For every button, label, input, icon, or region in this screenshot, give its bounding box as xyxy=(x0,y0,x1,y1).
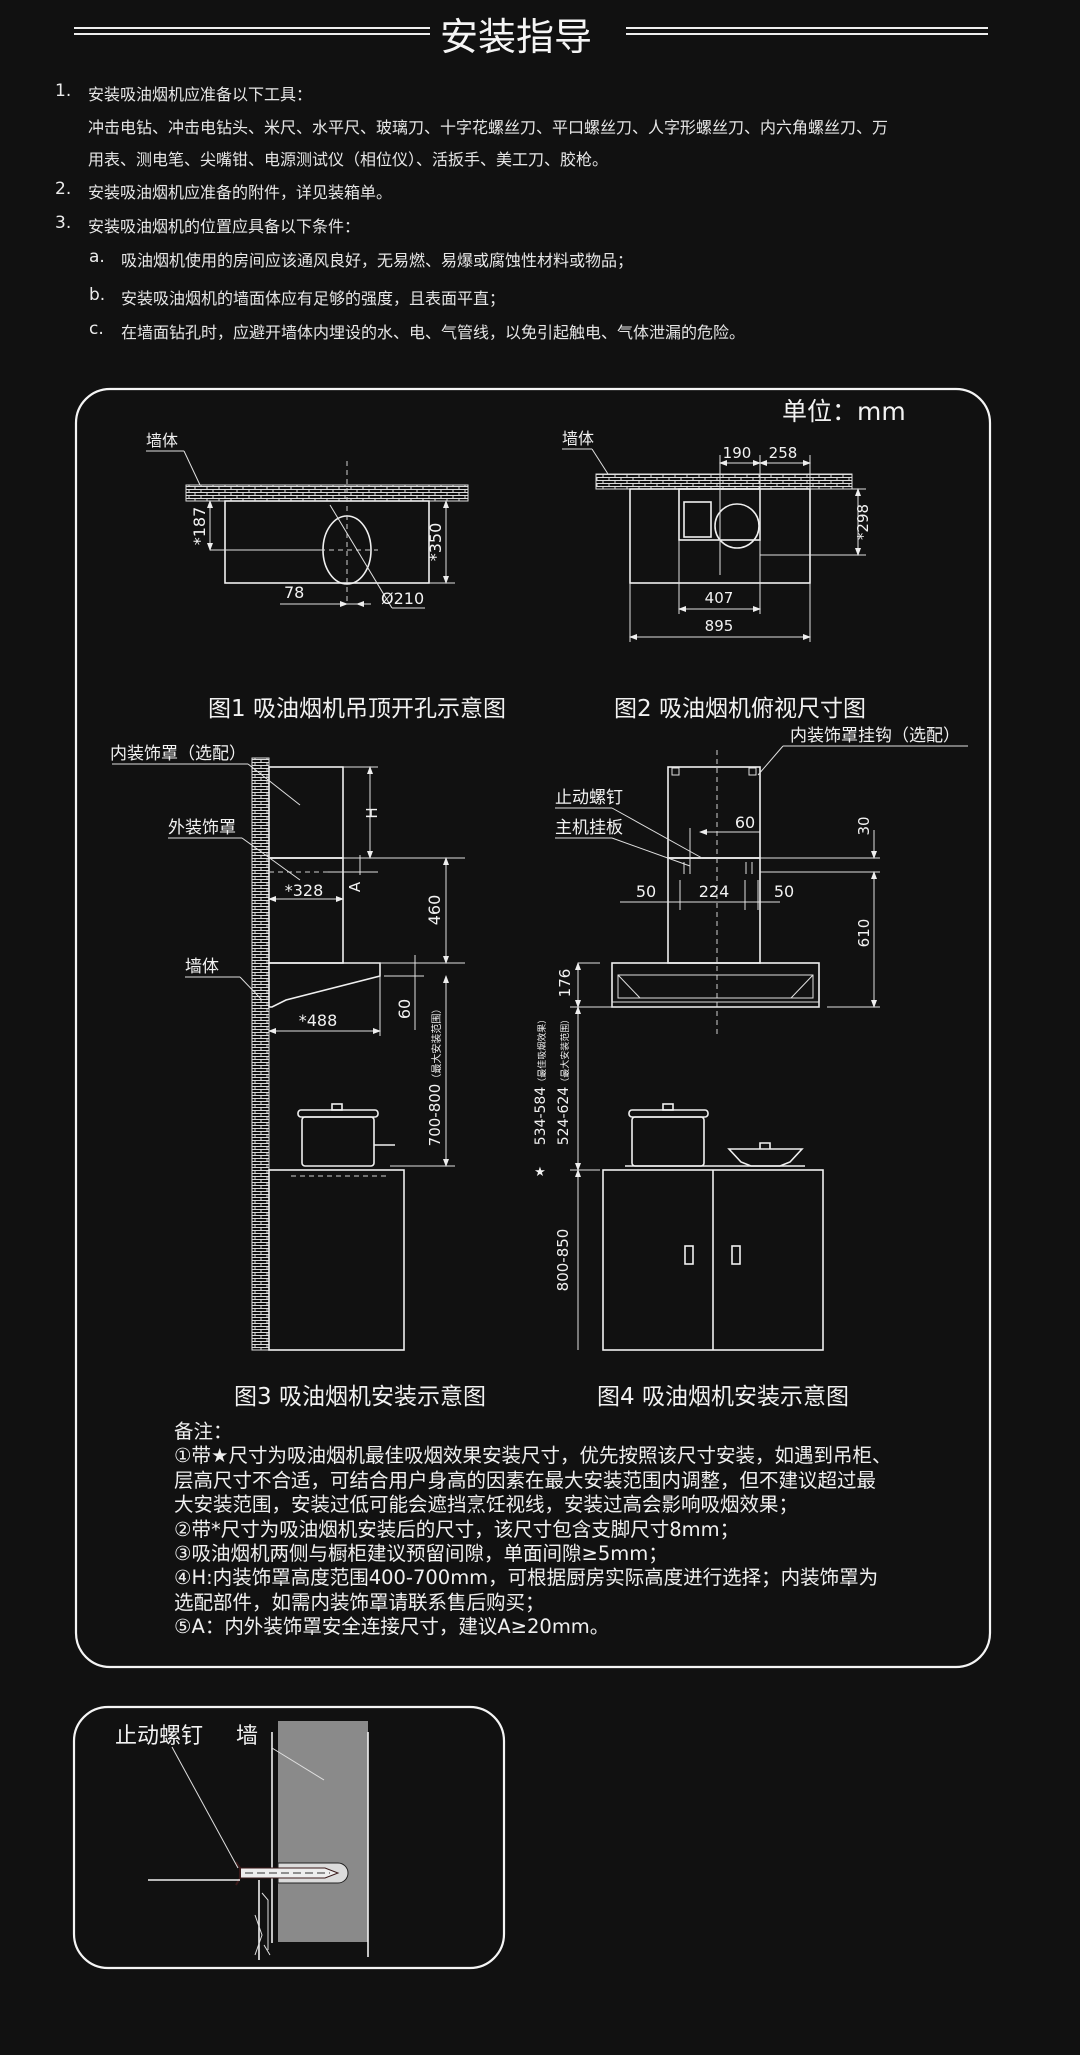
unit-label: 单位：mm xyxy=(782,397,906,426)
dim-407: 407 xyxy=(705,589,734,607)
sub-item-label: c. xyxy=(89,319,104,339)
dim-460: 460 xyxy=(425,895,444,926)
title-rule-left xyxy=(74,27,430,35)
sub-item-text: 吸油烟机使用的房间应该通风良好，无易燃、易爆或腐蚀性材料或物品； xyxy=(121,251,634,270)
screw-icon xyxy=(235,1861,340,1886)
dim-A: A xyxy=(346,881,364,892)
stop-screw-label: 止动螺钉 xyxy=(555,788,623,808)
dim-224: 224 xyxy=(699,882,730,901)
dim-534-584: 534-584（最佳吸烟效果） xyxy=(533,1015,549,1146)
figure-2-caption: 图2 吸油烟机俯视尺寸图 xyxy=(614,696,866,722)
instruction-text: 安装吸油烟机的位置应具备以下条件： xyxy=(88,217,361,236)
dim-60: 60 xyxy=(395,999,414,1019)
wall-label: 墙体 xyxy=(562,429,594,448)
page-title: 安装指导 xyxy=(440,15,593,59)
dim-H: H xyxy=(363,807,381,818)
cabinet xyxy=(268,1169,405,1351)
inner-cover-label: 内装饰罩（选配） xyxy=(110,744,246,764)
wall-brick xyxy=(595,473,853,490)
note-line: ①带★尺寸为吸油烟机最佳吸烟效果安装尺寸，优先按照该尺寸安装，如遇到吊柜、 xyxy=(174,1444,892,1468)
wall-section xyxy=(278,1721,368,1942)
fan-outlet xyxy=(714,503,760,549)
hood-outline xyxy=(224,500,430,584)
note-line: ⑤A：内外装饰罩安全连接尺寸，建议A≥20mm。 xyxy=(174,1615,610,1639)
mounting-plate-label: 主机挂板 xyxy=(555,818,623,838)
note-line: 大安装范围，安装过低可能会遮挡烹饪视线，安装过高会影响吸烟效果； xyxy=(174,1493,799,1517)
diagram-panel xyxy=(74,387,992,1669)
notes-heading: 备注： xyxy=(174,1420,233,1443)
figure-4-caption: 图4 吸油烟机安装示意图 xyxy=(597,1384,849,1410)
instruction-text: 安装吸油烟机应准备的附件，详见装箱单。 xyxy=(88,183,393,202)
detail-panel: 止动螺钉 墙 xyxy=(72,1705,506,1970)
dim-298: *298 xyxy=(854,504,872,540)
sub-item-label: b. xyxy=(89,285,106,305)
figure-1-caption: 图1 吸油烟机吊顶开孔示意图 xyxy=(208,696,506,722)
dim-258: 258 xyxy=(769,444,798,462)
note-line: ③吸油烟机两侧与橱柜建议预留间隙，单面间隙≥5mm； xyxy=(174,1542,668,1566)
item-number: 2. xyxy=(55,179,72,199)
notes: 备注： ①带★尺寸为吸油烟机最佳吸烟效果安装尺寸，优先按照该尺寸安装，如遇到吊柜… xyxy=(174,1420,891,1640)
dim-60: 60 xyxy=(735,813,755,832)
inner-cover xyxy=(268,766,344,859)
wall-brick xyxy=(251,757,270,1351)
dim-78: 78 xyxy=(284,583,304,602)
figure-3: 内装饰罩（选配） 外装饰罩 墙体 H A *328 460 *488 60 70… xyxy=(110,744,486,1410)
hood-side xyxy=(268,962,381,1008)
dim-488: *488 xyxy=(299,1011,338,1030)
dim-50-left: 50 xyxy=(636,882,656,901)
wall-label: 墙体 xyxy=(146,431,178,450)
pot-icon xyxy=(297,1103,395,1167)
dim-190: 190 xyxy=(723,444,752,462)
pot-icon xyxy=(628,1103,709,1167)
figure-4: 内装饰罩挂钩（选配） 止动螺钉 主机挂板 60 30 50 224 50 610… xyxy=(533,726,968,1410)
hood-front xyxy=(611,962,820,1008)
outer-cover xyxy=(268,857,344,964)
wall-label: 墙体 xyxy=(185,957,219,977)
cabinet-handle xyxy=(731,1245,741,1265)
note-line: 层高尺寸不合适，可结合用户身高的因素在最大安装范围内调整，但不建议超过最 xyxy=(174,1468,877,1492)
stop-screw-label: 止动螺钉 xyxy=(115,1724,203,1749)
dim-210: Ø210 xyxy=(381,589,424,608)
item-number: 3. xyxy=(55,213,72,233)
sub-item-text: 在墙面钻孔时，应避开墙体内埋设的水、电、气管线，以免引起触电、气体泄漏的危险。 xyxy=(121,323,746,342)
note-line: ④H:内装饰罩高度范围400-700mm，可根据厨房实际高度进行选择；内装饰罩为 xyxy=(174,1566,879,1590)
figure-1: 墙体 *187 *350 78 Ø210 图1 吸油烟机吊顶开孔示意图 xyxy=(146,431,506,722)
outer-cover-label: 外装饰罩 xyxy=(168,818,236,838)
dim-800-850: 800-850 xyxy=(554,1229,572,1292)
instruction-text: 安装吸油烟机应准备以下工具： xyxy=(88,85,313,104)
figure-2: 墙体 190 258 *298 407 895 图2 吸油烟机俯视尺寸图 xyxy=(562,429,872,722)
dim-176: 176 xyxy=(556,969,574,998)
dim-350: *350 xyxy=(426,523,445,562)
ceiling-brick xyxy=(185,484,469,502)
note-line: 选配部件，如需内装饰罩请联系售后购买； xyxy=(174,1590,545,1614)
dim-187: *187 xyxy=(190,507,209,546)
star-icon: ★ xyxy=(534,1165,546,1180)
sub-item-text: 安装吸油烟机的墙面体应有足够的强度，且表面平直； xyxy=(121,289,506,308)
dim-610: 610 xyxy=(855,919,873,948)
title-rule-right xyxy=(626,27,988,35)
item-number: 1. xyxy=(55,81,72,101)
hook-label: 内装饰罩挂钩（选配） xyxy=(790,726,960,746)
dim-524-624: 524-624（最大安装范围） xyxy=(556,1015,572,1146)
sub-item-label: a. xyxy=(89,247,105,267)
wok-icon xyxy=(727,1142,804,1167)
dim-30: 30 xyxy=(855,816,873,835)
instruction-text: 用表、测电笔、尖嘴钳、电源测试仪（相位仪）、活扳手、美工刀、胶枪。 xyxy=(88,150,609,169)
dim-895: 895 xyxy=(705,617,734,635)
figure-3-caption: 图3 吸油烟机安装示意图 xyxy=(234,1384,486,1410)
note-line: ②带*尺寸为吸油烟机安装后的尺寸，该尺寸包含支脚尺寸8mm； xyxy=(174,1517,740,1541)
cabinet-handle xyxy=(684,1245,694,1265)
dim-328: *328 xyxy=(285,881,324,900)
instruction-text: 冲击电钻、冲击电钻头、米尺、水平尺、玻璃刀、十字花螺丝刀、平口螺丝刀、人字形螺丝… xyxy=(88,118,889,137)
dim-50-right: 50 xyxy=(774,882,794,901)
dim-700-800: 700-800（最大安装范围） xyxy=(426,1004,444,1147)
wall-label: 墙 xyxy=(236,1724,258,1749)
